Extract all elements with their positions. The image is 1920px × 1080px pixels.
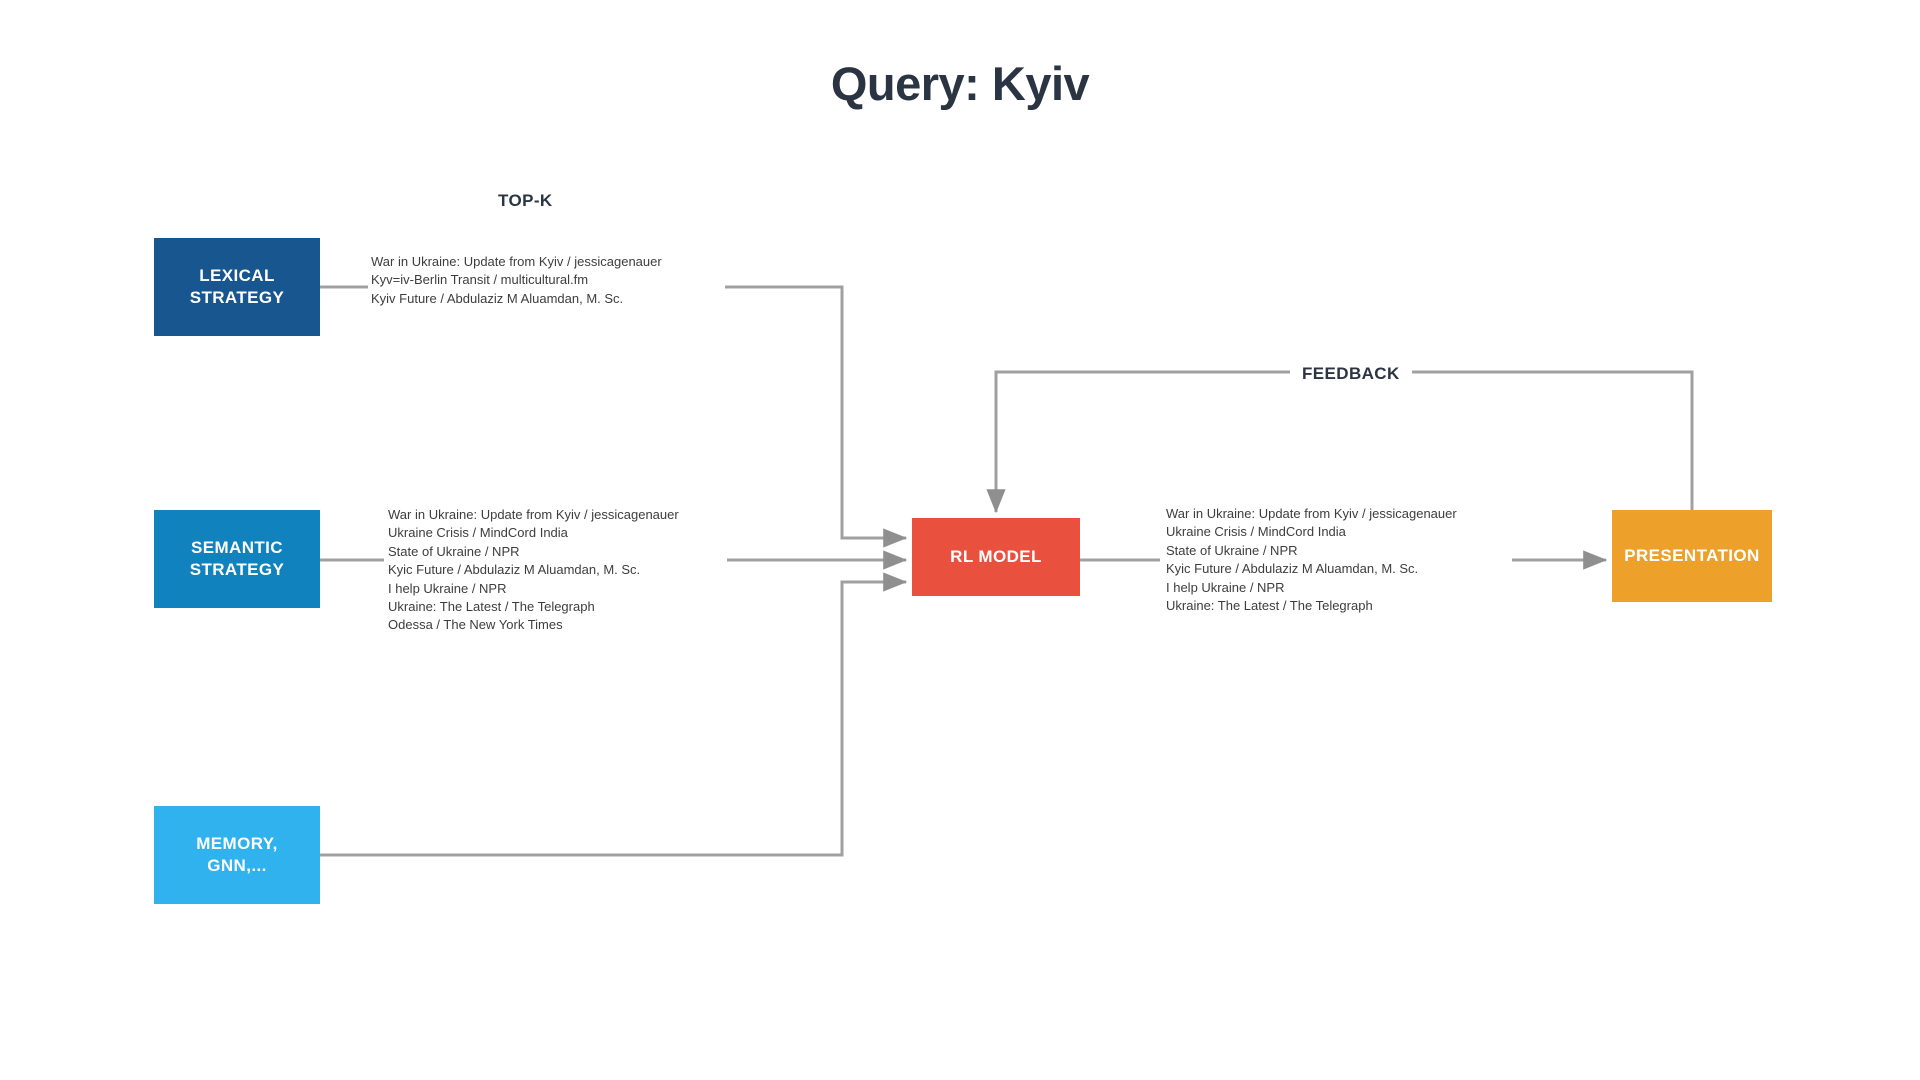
wire-lexical-to-rl (725, 285, 908, 548)
node-memory-gnn-label: MEMORY, GNN,... (196, 833, 278, 878)
list-item: State of Ukraine / NPR (1166, 542, 1298, 558)
page-title: Query: Kyiv (830, 57, 1090, 110)
list-item: Ukraine Crisis / MindCord India (388, 525, 568, 541)
list-item: Kyiv Future / Abdulaziz M Aluamdan, M. S… (371, 290, 624, 306)
node-rl-model[interactable]: RL MODEL (912, 518, 1080, 596)
node-semantic-strategy[interactable]: SEMANTIC STRATEGY (154, 510, 320, 608)
semantic-line-2: STRATEGY (189, 560, 285, 579)
lexical-line-2: STRATEGY (189, 288, 285, 307)
node-presentation-label: PRESENTATION (1624, 545, 1760, 565)
list-item: War in Ukraine: Update from Kyiv / jessi… (388, 507, 679, 522)
node-memory-gnn[interactable]: MEMORY, GNN,... (154, 806, 320, 904)
list-item: Odessa / The New York Times (388, 617, 563, 633)
list-item: State of Ukraine / NPR (388, 543, 520, 559)
list-item: I help Ukraine / NPR (1166, 579, 1285, 595)
node-lexical-strategy-label: LEXICAL STRATEGY (190, 265, 285, 310)
list-item: Ukraine: The Latest / The Telegraph (1166, 598, 1373, 614)
wire-feedback-loop (986, 370, 1694, 514)
label-feedback: FEEDBACK (1290, 364, 1412, 384)
list-item: I help Ukraine / NPR (388, 580, 507, 596)
list-lexical-results: War in Ukraine: Update from Kyiv / jessi… (371, 253, 662, 308)
list-item: Kyv=iv-Berlin Transit / multicultural.fm (371, 272, 589, 288)
node-semantic-strategy-label: SEMANTIC STRATEGY (190, 537, 285, 582)
list-item: Ukraine Crisis / MindCord India (1166, 524, 1346, 540)
node-rl-model-label: RL MODEL (950, 546, 1042, 566)
lexical-line-1: LEXICAL (199, 265, 275, 285)
list-ranked-output: War in Ukraine: Update from Kyiv / jessi… (1166, 505, 1457, 615)
semantic-line-1: SEMANTIC (191, 537, 283, 557)
list-item: Kyic Future / Abdulaziz M Aluamdan, M. S… (388, 562, 641, 578)
node-presentation[interactable]: PRESENTATION (1612, 510, 1772, 602)
list-item: War in Ukraine: Update from Kyiv / jessi… (371, 254, 662, 269)
list-semantic-results: War in Ukraine: Update from Kyiv / jessi… (388, 506, 679, 635)
list-item: Kyic Future / Abdulaziz M Aluamdan, M. S… (1166, 561, 1419, 577)
list-item: Ukraine: The Latest / The Telegraph (388, 599, 595, 615)
memory-line-2: GNN,... (207, 856, 267, 875)
node-lexical-strategy[interactable]: LEXICAL STRATEGY (154, 238, 320, 336)
label-top-k: TOP-K (498, 191, 553, 210)
memory-line-1: MEMORY, (196, 833, 278, 853)
list-item: War in Ukraine: Update from Kyiv / jessi… (1166, 506, 1457, 521)
